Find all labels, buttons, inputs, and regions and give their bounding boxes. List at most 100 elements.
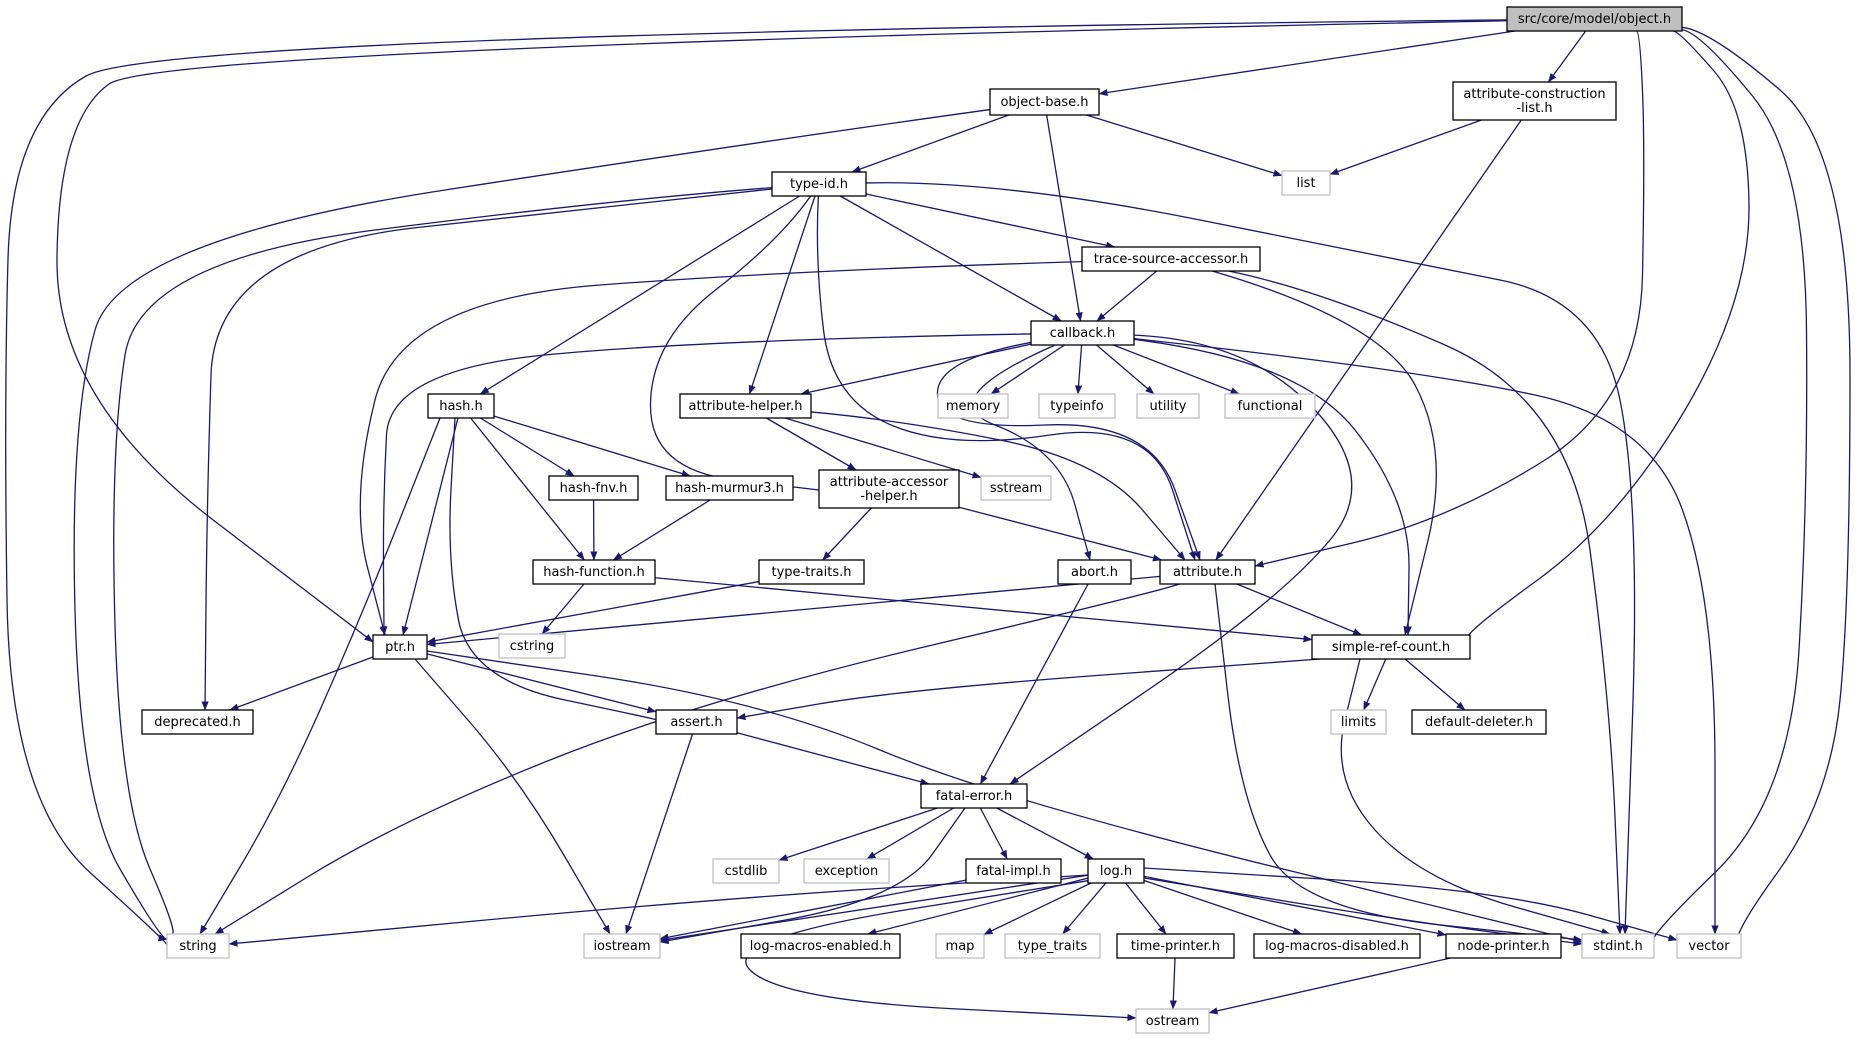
node-label-memory: memory — [946, 399, 1001, 414]
node-label-object-h: src/core/model/object.h — [1518, 12, 1671, 27]
node-time-printer-h[interactable]: time-printer.h — [1116, 933, 1235, 959]
node-hash-murmur3-h[interactable]: hash-murmur3.h — [665, 475, 794, 501]
node-node-printer-h[interactable]: node-printer.h — [1445, 933, 1562, 959]
edge-callback-h-to-attribute-h — [936, 341, 1201, 561]
edge-type-id-h-to-string — [113, 186, 773, 941]
node-ptr-h[interactable]: ptr.h — [372, 634, 428, 660]
node-label-string: string — [179, 939, 216, 954]
edge-hash-function-h-to-cstring — [541, 583, 585, 635]
node-list: list — [1281, 170, 1331, 196]
edge-object-base-h-to-type-id-h — [851, 114, 1009, 173]
edge-hash-h-to-hash-function-h — [470, 417, 585, 561]
edge-attribute-helper-h-to-sstream — [784, 417, 982, 479]
edge-object-h-to-stdint-h — [1645, 29, 1808, 949]
edge-attribute-accessor-helper-h-to-type-traits-h — [822, 507, 872, 561]
node-attribute-helper-h[interactable]: attribute-helper.h — [679, 393, 812, 419]
node-attribute-h[interactable]: attribute.h — [1159, 559, 1256, 585]
node-vector: vector — [1676, 933, 1742, 959]
node-label-attribute-construction-list-h-line-1: -list.h — [1516, 101, 1552, 116]
node-label-object-base-h: object-base.h — [1000, 95, 1088, 110]
node-label-deprecated-h: deprecated.h — [154, 715, 240, 730]
node-log-h[interactable]: log.h — [1087, 858, 1145, 884]
node-label-attribute-accessor-helper-h-line-0: attribute-accessor — [830, 475, 949, 490]
node-box-attribute-helper-h — [679, 393, 812, 419]
node-object-h[interactable]: src/core/model/object.h — [1506, 6, 1683, 32]
node-box-simple-ref-count-h — [1311, 634, 1471, 660]
edge-assert-h-to-fatal-error-h — [736, 732, 930, 786]
node-label-hash-h: hash.h — [439, 399, 483, 414]
node-type-id-h[interactable]: type-id.h — [771, 171, 867, 197]
node-box-cstring — [498, 633, 566, 659]
edge-trace-source-accessor-h-to-callback-h — [1096, 270, 1158, 322]
node-cstdlib: cstdlib — [712, 858, 780, 884]
node-label-map: map — [946, 939, 975, 954]
node-label-time-printer-h: time-printer.h — [1131, 939, 1220, 954]
edge-ptr-h-to-iostream — [414, 658, 611, 935]
node-utility: utility — [1136, 393, 1200, 419]
node-label-typeinfo: typeinfo — [1050, 399, 1103, 414]
node-assert-h[interactable]: assert.h — [655, 709, 738, 735]
edge-type-id-h-to-deprecated-h — [201, 188, 773, 711]
node-attribute-accessor-helper-h[interactable]: attribute-accessor-helper.h — [818, 469, 960, 509]
node-box-callback-h — [1030, 320, 1135, 346]
node-simple-ref-count-h[interactable]: simple-ref-count.h — [1311, 634, 1471, 660]
node-box-hash-murmur3-h — [665, 475, 794, 501]
edge-log-h-to-map — [983, 882, 1092, 936]
node-label-hash-function-h: hash-function.h — [543, 565, 644, 580]
node-sstream: sstream — [980, 475, 1052, 501]
node-label-cstring: cstring — [510, 639, 554, 654]
node-fatal-impl-h[interactable]: fatal-impl.h — [965, 858, 1062, 884]
node-label-stdint-h: stdint.h — [1593, 939, 1642, 954]
node-box-stdint-h — [1581, 933, 1655, 959]
node-callback-h[interactable]: callback.h — [1030, 320, 1135, 346]
node-box-functional — [1224, 393, 1316, 419]
node-label-cstdlib: cstdlib — [725, 864, 768, 879]
node-object-base-h[interactable]: object-base.h — [989, 88, 1100, 116]
node-box-ptr-h — [372, 634, 428, 660]
node-attribute-construction-list-h[interactable]: attribute-construction-list.h — [1452, 81, 1617, 121]
node-hash-h[interactable]: hash.h — [427, 393, 495, 419]
edge-hash-h-to-hash-fnv-h — [480, 417, 575, 477]
edge-callback-h-to-memory — [990, 344, 1065, 395]
edge-callback-h-to-ptr-h — [380, 333, 1032, 636]
node-label-attribute-helper-h: attribute-helper.h — [688, 399, 802, 414]
node-fatal-error-h[interactable]: fatal-error.h — [920, 783, 1028, 809]
node-functional: functional — [1224, 393, 1316, 419]
node-box-ostream — [1135, 1008, 1210, 1034]
node-default-deleter-h[interactable]: default-deleter.h — [1411, 709, 1547, 735]
node-label-callback-h: callback.h — [1050, 326, 1116, 341]
node-log-macros-enabled-h[interactable]: log-macros-enabled.h — [740, 933, 901, 959]
edge-fatal-error-h-to-log-h — [996, 807, 1094, 860]
node-label-hash-murmur3-h: hash-murmur3.h — [675, 481, 784, 496]
node-abort-h[interactable]: abort.h — [1057, 559, 1132, 585]
node-iostream: iostream — [583, 933, 661, 959]
node-deprecated-h[interactable]: deprecated.h — [141, 709, 254, 735]
node-box-assert-h — [655, 709, 738, 735]
edge-abort-h-to-fatal-error-h — [979, 583, 1089, 785]
edge-object-h-to-simple-ref-count-h — [1461, 30, 1750, 643]
edge-log-h-to-vector — [1143, 867, 1678, 942]
edge-object-base-h-to-string — [73, 108, 991, 942]
node-label-type-id-h: type-id.h — [790, 177, 848, 192]
node-typeinfo: typeinfo — [1038, 393, 1116, 419]
node-box-list — [1281, 170, 1331, 196]
node-hash-fnv-h[interactable]: hash-fnv.h — [548, 475, 639, 501]
node-box-map — [935, 933, 985, 959]
node-box-log-macros-enabled-h — [740, 933, 901, 959]
edge-object-h-to-ptr-h — [56, 20, 1508, 643]
edge-ptr-h-to-stdint-h — [426, 650, 1583, 944]
node-log-macros-disabled-h[interactable]: log-macros-disabled.h — [1253, 933, 1421, 959]
node-type-traits-h[interactable]: type-traits.h — [758, 559, 865, 585]
node-hash-function-h[interactable]: hash-function.h — [532, 559, 656, 585]
edge-callback-h-to-vector — [1133, 337, 1719, 935]
node-box-hash-function-h — [532, 559, 656, 585]
node-label-simple-ref-count-h: simple-ref-count.h — [1332, 640, 1450, 655]
edge-simple-ref-count-h-to-assert-h — [736, 658, 1321, 721]
node-label-iostream: iostream — [593, 939, 650, 954]
edge-callback-h-to-abort-h — [972, 344, 1092, 561]
node-string: string — [166, 933, 230, 959]
node-label-exception: exception — [815, 864, 879, 879]
edge-attribute-construction-list-h-to-list — [1329, 119, 1482, 175]
node-trace-source-accessor-h[interactable]: trace-source-accessor.h — [1081, 246, 1261, 272]
node-label-utility: utility — [1150, 399, 1187, 414]
